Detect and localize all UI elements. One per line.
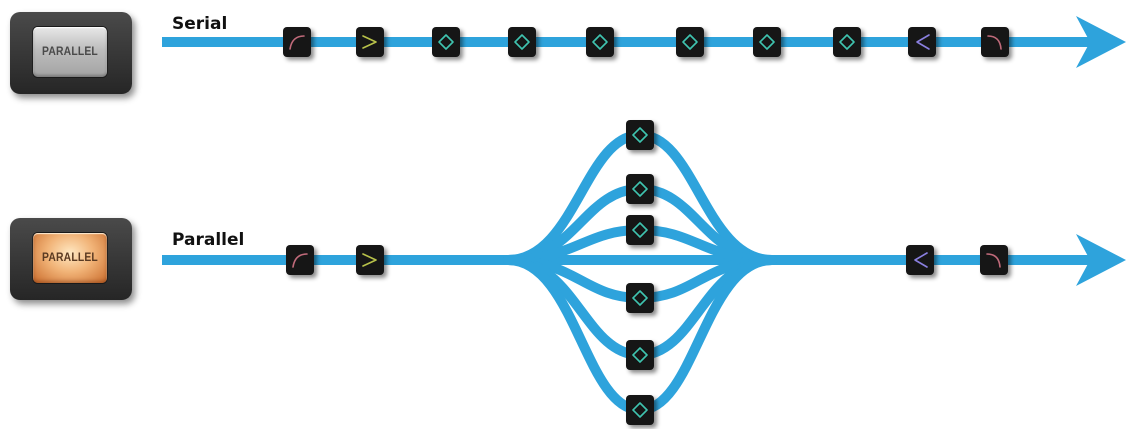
lpf-icon <box>986 253 1001 268</box>
parallel-post-module-1[interactable] <box>906 245 934 275</box>
eq-band-icon <box>632 222 648 238</box>
gate-icon <box>362 253 377 267</box>
serial-module-6[interactable] <box>676 27 704 57</box>
parallel-branch-line-6 <box>503 255 777 416</box>
parallel-branch-module-4[interactable] <box>626 283 654 313</box>
compressor-icon <box>914 252 928 268</box>
gate-icon <box>362 35 377 49</box>
eq-band-icon <box>759 34 775 50</box>
parallel-branch-module-3[interactable] <box>626 215 654 245</box>
eq-band-icon <box>839 34 855 50</box>
serial-module-9[interactable] <box>908 27 936 57</box>
parallel-branch-module-5[interactable] <box>626 340 654 370</box>
parallel-branch-module-6[interactable] <box>626 395 654 425</box>
serial-module-2[interactable] <box>356 27 384 57</box>
parallel-pre-module-1[interactable] <box>286 245 314 275</box>
serial-module-4[interactable] <box>508 27 536 57</box>
eq-band-icon <box>632 402 648 418</box>
parallel-branch-module-2[interactable] <box>626 174 654 204</box>
eq-band-icon <box>592 34 608 50</box>
hpf-icon <box>292 253 308 268</box>
serial-module-1[interactable] <box>283 27 311 57</box>
lpf-icon <box>987 35 1002 50</box>
eq-band-icon <box>682 34 698 50</box>
serial-parallel-button-plate: PARALLEL <box>10 12 132 94</box>
serial-module-10[interactable] <box>981 27 1009 57</box>
serial-module-7[interactable] <box>753 27 781 57</box>
eq-band-icon <box>632 127 648 143</box>
serial-module-8[interactable] <box>833 27 861 57</box>
parallel-label: Parallel <box>172 230 245 250</box>
hpf-icon <box>289 35 305 50</box>
parallel-button-off[interactable]: PARALLEL <box>33 27 107 77</box>
eq-band-icon <box>632 290 648 306</box>
parallel-signal-line <box>162 234 1126 286</box>
compressor-icon <box>916 34 930 50</box>
parallel-branch-module-1[interactable] <box>626 120 654 150</box>
eq-band-icon <box>438 34 454 50</box>
parallel-post-module-2[interactable] <box>980 245 1008 275</box>
parallel-parallel-button-plate: PARALLEL <box>10 218 132 300</box>
serial-signal-line <box>162 16 1126 68</box>
serial-module-5[interactable] <box>586 27 614 57</box>
parallel-button-on[interactable]: PARALLEL <box>33 233 107 283</box>
eq-band-icon <box>632 347 648 363</box>
parallel-pre-module-2[interactable] <box>356 245 384 275</box>
serial-label: Serial <box>172 14 228 34</box>
eq-band-icon <box>632 181 648 197</box>
serial-module-3[interactable] <box>432 27 460 57</box>
eq-band-icon <box>514 34 530 50</box>
